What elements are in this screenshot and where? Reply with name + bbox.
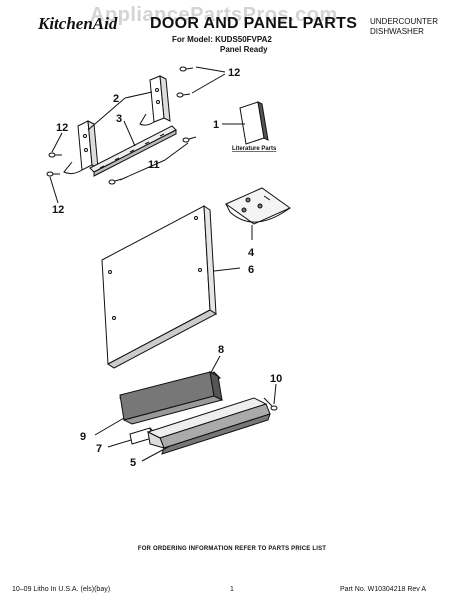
callout-9: 9 (80, 431, 86, 443)
callout-5: 5 (130, 457, 136, 469)
screw-11-b (182, 136, 197, 143)
page-number: 1 (230, 586, 234, 593)
literature-parts-booklet (239, 101, 269, 145)
hinge-bracket-left (63, 120, 99, 175)
screw-12-left-b (46, 171, 60, 177)
screw-11-a (108, 178, 123, 185)
callout-2: 2 (113, 93, 119, 105)
callout-7: 7 (96, 443, 102, 455)
callout-10: 10 (270, 373, 282, 385)
model-variant: Panel Ready (220, 45, 268, 54)
callout-12-bottom: 12 (52, 204, 64, 216)
screw-12-left-a (48, 152, 62, 158)
page-title: DOOR AND PANEL PARTS (150, 15, 358, 32)
ordering-note: FOR ORDERING INFORMATION REFER TO PARTS … (137, 546, 327, 552)
callout-1: 1 (213, 119, 219, 131)
callout-4: 4 (248, 247, 255, 259)
screw-12-top-a (179, 66, 194, 72)
callout-12-left: 12 (56, 122, 68, 134)
door-panel (101, 205, 217, 369)
hinge-rail (89, 125, 177, 177)
model-number: For Model: KUDS50FVPA2 (172, 35, 272, 44)
foam-block (119, 371, 224, 425)
screw-10 (263, 397, 278, 411)
watermark-text: AppliancePartsPros.com (90, 4, 338, 26)
toe-panel (146, 397, 271, 455)
callout-12-top: 12 (228, 67, 240, 79)
product-type-line1: UNDERCOUNTER (370, 17, 438, 26)
callout-11: 11 (148, 159, 160, 171)
print-info: 10–09 Litho In U.S.A. (els)(bay) (12, 586, 111, 593)
part-number: Part No. W10304218 Rev A (340, 586, 426, 593)
callout-3: 3 (116, 113, 122, 125)
literature-parts-label: Literature Parts (232, 146, 277, 152)
brand-logo: KitchenAid (38, 14, 118, 33)
product-type-line2: DISHWASHER (370, 27, 424, 36)
callout-8: 8 (218, 344, 224, 356)
hinge-bracket-right (139, 75, 171, 126)
callout-6: 6 (248, 264, 254, 276)
screw-12-top-b (176, 92, 191, 98)
hardware-packet (224, 187, 292, 225)
